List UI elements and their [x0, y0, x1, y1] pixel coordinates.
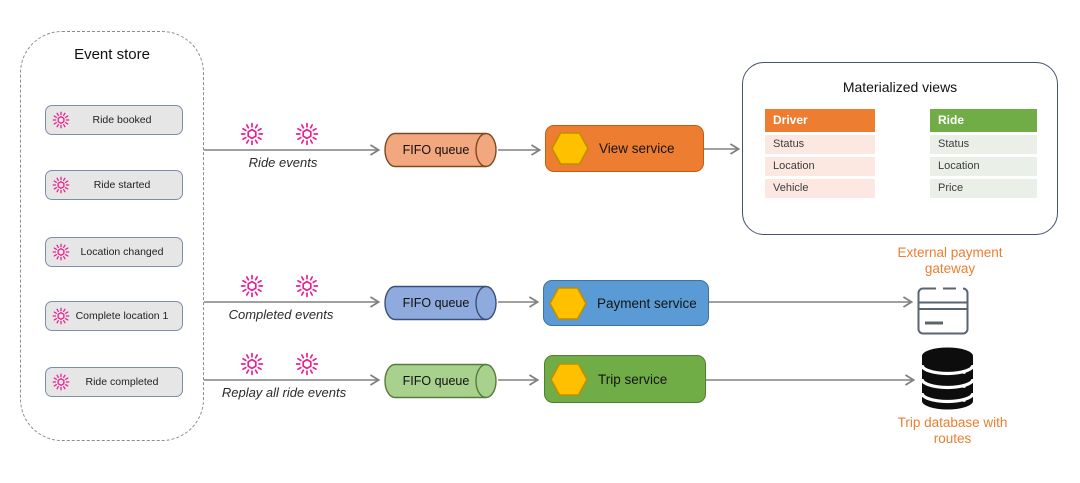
credit-card-icon	[917, 287, 969, 335]
external-gateway-label: External payment gateway	[897, 245, 1003, 276]
cylinder-icon	[384, 363, 497, 399]
cylinder-icon	[384, 285, 497, 321]
sun-burst-icon	[52, 373, 70, 391]
event-item-location-changed: Location changed	[45, 237, 183, 267]
sun-burst-icon	[240, 274, 264, 298]
materialized-views-container: Materialized views Driver Status Locatio…	[742, 62, 1058, 235]
flow-label-replay-events: Replay all ride events	[221, 385, 347, 400]
event-item-label: Ride started	[93, 179, 151, 191]
event-store-title: Event store	[74, 46, 150, 63]
hexagon-icon	[550, 362, 588, 396]
event-store-container: Event store Ride booked Ride started Loc…	[20, 31, 204, 441]
driver-table-header: Driver	[765, 109, 875, 132]
queue-label: FIFO queue	[402, 143, 470, 157]
service-label: Trip service	[598, 371, 668, 387]
trip-database-label: Trip database with routes	[897, 415, 1008, 446]
table-row: Vehicle	[765, 179, 875, 198]
sun-burst-icon	[295, 274, 319, 298]
event-item-label: Complete location 1	[75, 310, 169, 322]
fifo-queue-ride-events: FIFO queue	[384, 132, 498, 168]
sun-burst-icon	[295, 122, 319, 146]
driver-table: Driver Status Location Vehicle	[765, 109, 875, 198]
event-item-label: Ride booked	[92, 114, 152, 126]
trip-service-node: Trip service	[544, 355, 706, 403]
event-item-complete-location: Complete location 1	[45, 301, 183, 331]
sun-burst-icon	[52, 176, 70, 194]
database-icon	[921, 347, 974, 410]
materialized-views-title: Materialized views	[842, 79, 958, 95]
service-label: Payment service	[597, 295, 697, 311]
queue-label: FIFO queue	[402, 374, 470, 388]
fifo-queue-completed-events: FIFO queue	[384, 285, 498, 321]
cylinder-icon	[384, 132, 497, 168]
table-row: Location	[765, 157, 875, 176]
hexagon-icon	[551, 132, 589, 165]
payment-service-node: Payment service	[543, 280, 709, 326]
service-label: View service	[599, 141, 675, 156]
event-item-label: Location changed	[80, 246, 164, 258]
event-item-ride-completed: Ride completed	[45, 367, 183, 397]
view-service-node: View service	[545, 125, 704, 172]
flow-label-ride-events: Ride events	[248, 155, 318, 170]
event-item-ride-started: Ride started	[45, 170, 183, 200]
fifo-queue-replay-events: FIFO queue	[384, 363, 498, 399]
event-item-label: Ride completed	[85, 376, 159, 388]
sun-burst-icon	[240, 352, 264, 376]
ride-table: Ride Status Location Price	[930, 109, 1037, 198]
table-row: Status	[765, 135, 875, 154]
event-item-ride-booked: Ride booked	[45, 105, 183, 135]
flow-label-completed-events: Completed events	[228, 307, 334, 322]
queue-label: FIFO queue	[402, 296, 470, 310]
sun-burst-icon	[52, 307, 70, 325]
sun-burst-icon	[295, 352, 319, 376]
table-row: Price	[930, 179, 1037, 198]
table-row: Location	[930, 157, 1037, 176]
hexagon-icon	[549, 286, 587, 320]
ride-table-header: Ride	[930, 109, 1037, 132]
table-row: Status	[930, 135, 1037, 154]
sun-burst-icon	[52, 111, 70, 129]
sun-burst-icon	[52, 243, 70, 261]
sun-burst-icon	[240, 122, 264, 146]
